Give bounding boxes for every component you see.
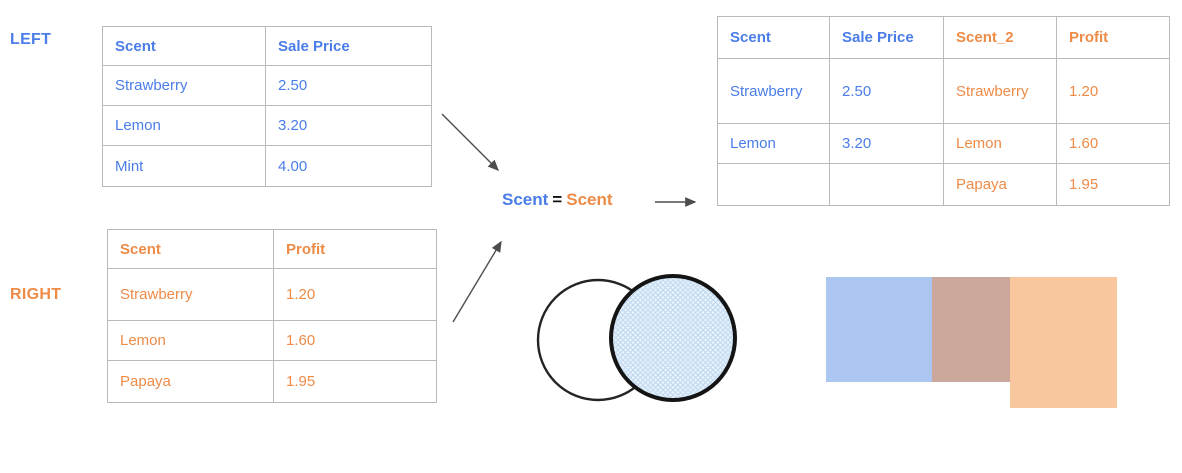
table-row: Lemon 3.20 Lemon 1.60 [717, 123, 1170, 164]
cell-profit: 1.60 [273, 320, 437, 361]
cell-sale-price: 3.20 [829, 123, 944, 164]
cell-scent: Strawberry [107, 268, 274, 321]
table-row: Papaya 1.95 [107, 360, 437, 403]
result-header-scent-2: Scent_2 [943, 16, 1057, 59]
table-row: Mint 4.00 [102, 145, 432, 187]
cell-sale-price: 2.50 [829, 58, 944, 124]
result-header-scent: Scent [717, 16, 830, 59]
table-row: Lemon 3.20 [102, 105, 432, 146]
left-table-header-sale-price: Sale Price [265, 26, 432, 66]
result-header-profit: Profit [1056, 16, 1170, 59]
result-table: Scent Sale Price Scent_2 Profit Strawber… [717, 16, 1170, 206]
cell-profit: 1.95 [273, 360, 437, 403]
cell-scent: Papaya [107, 360, 274, 403]
cell-scent: Lemon [717, 123, 830, 164]
block-intersection [932, 277, 1010, 382]
cell-scent: Strawberry [717, 58, 830, 124]
table-row: Lemon 1.60 [107, 320, 437, 361]
cell-sale-price: 4.00 [265, 145, 432, 187]
arrow-right-table-to-join [452, 240, 502, 323]
cell-profit: 1.20 [1056, 58, 1170, 124]
cell-sale-price: 3.20 [265, 105, 432, 146]
left-table-header-row: Scent Sale Price [102, 26, 432, 66]
arrow-left-table-to-join [441, 113, 499, 171]
table-row: Papaya 1.95 [717, 163, 1170, 206]
left-table-header-scent: Scent [102, 26, 266, 66]
join-left-key: Scent [502, 190, 549, 209]
cell-scent: Lemon [107, 320, 274, 361]
cell-scent-empty [717, 163, 830, 206]
left-table: Scent Sale Price Strawberry 2.50 Lemon 3… [102, 26, 432, 187]
cell-profit: 1.60 [1056, 123, 1170, 164]
right-table-header-profit: Profit [273, 229, 437, 269]
cell-scent-2: Lemon [943, 123, 1057, 164]
cell-scent-2: Strawberry [943, 58, 1057, 124]
cell-profit: 1.95 [1056, 163, 1170, 206]
right-table-header-row: Scent Profit [107, 229, 437, 269]
left-table-label: LEFT [10, 31, 52, 48]
right-table: Scent Profit Strawberry 1.20 Lemon 1.60 … [107, 229, 437, 403]
join-condition: Scent=Scent [502, 190, 613, 210]
result-table-header-row: Scent Sale Price Scent_2 Profit [717, 16, 1170, 59]
cell-profit: 1.20 [273, 268, 437, 321]
cell-sale-price: 2.50 [265, 65, 432, 106]
table-row: Strawberry 2.50 [102, 65, 432, 106]
result-header-sale-price: Sale Price [829, 16, 944, 59]
cell-scent: Lemon [102, 105, 266, 146]
block-left-only [826, 277, 932, 382]
join-right-key: Scent [566, 190, 613, 209]
right-table-label: RIGHT [10, 286, 62, 303]
venn-right-circle-shaded [609, 274, 737, 402]
table-row: Strawberry 1.20 [107, 268, 437, 321]
right-table-header-scent: Scent [107, 229, 274, 269]
venn-svg [536, 274, 737, 402]
cell-scent: Mint [102, 145, 266, 187]
venn-diagram-right-join [528, 270, 744, 417]
cell-sale-price-empty [829, 163, 944, 206]
cell-scent: Strawberry [102, 65, 266, 106]
table-row: Strawberry 2.50 Strawberry 1.20 [717, 58, 1170, 124]
equals-sign: = [552, 190, 563, 209]
cell-scent-2: Papaya [943, 163, 1057, 206]
block-right-part [1010, 277, 1117, 408]
